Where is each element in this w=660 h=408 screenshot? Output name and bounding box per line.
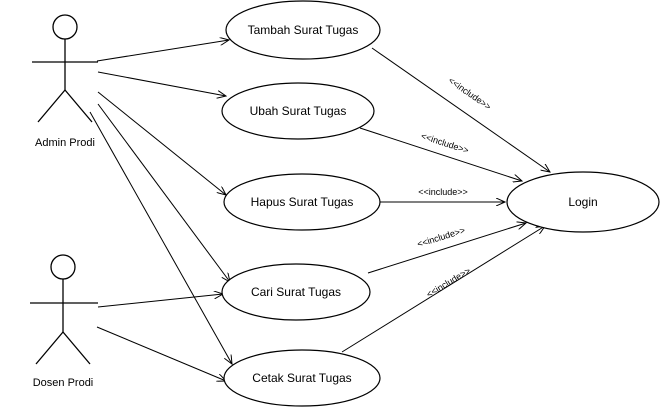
use-case-label-hapus: Hapus Surat Tugas (251, 195, 354, 209)
include-label-cetak: <<include>> (425, 265, 473, 299)
assoc-admin-hapus (97, 91, 226, 195)
actor-label-dosen: Dosen Prodi (33, 377, 94, 389)
use-case-cetak[interactable]: Cetak Surat Tugas (223, 349, 381, 407)
use-case-ellipse (221, 82, 375, 140)
include-cari-login (367, 223, 526, 274)
actor-head (52, 14, 78, 40)
assoc-dosen-cari (97, 294, 223, 308)
include-ubah-login (359, 127, 522, 181)
actor-head (50, 254, 76, 280)
use-case-ellipse (506, 171, 660, 233)
actor-right-leg (62, 331, 91, 365)
include-tambah-login (371, 47, 550, 172)
assoc-admin-cari (97, 103, 230, 282)
actor-dosen-prodi[interactable]: Dosen Prodi (30, 254, 98, 389)
assoc-admin-tambah (96, 40, 229, 62)
include-label-tambah: <<include>> (447, 75, 493, 112)
include-label-hapus: <<include>> (418, 187, 468, 197)
use-case-label-tambah: Tambah Surat Tugas (248, 23, 359, 37)
use-case-ellipse (225, 0, 381, 60)
use-case-cari[interactable]: Cari Surat Tugas (221, 263, 371, 321)
include-label-ubah: <<include>> (420, 131, 470, 156)
use-case-ubah[interactable]: Ubah Surat Tugas (221, 82, 375, 140)
actor-left-leg (35, 331, 64, 365)
use-case-ellipse (223, 349, 381, 407)
actor-right-leg (64, 89, 93, 123)
use-case-ellipse (221, 263, 371, 321)
include-label-cari: <<include>> (416, 225, 466, 249)
assoc-admin-cetak (89, 111, 232, 364)
use-case-login[interactable]: Login (506, 171, 660, 233)
use-case-label-cari: Cari Surat Tugas (251, 285, 341, 299)
use-case-tambah[interactable]: Tambah Surat Tugas (225, 0, 381, 60)
actor-admin-prodi[interactable]: Admin Prodi (32, 14, 98, 149)
use-case-label-ubah: Ubah Surat Tugas (250, 104, 347, 118)
use-case-ellipse (223, 173, 381, 231)
use-case-hapus[interactable]: Hapus Surat Tugas (223, 173, 381, 231)
use-case-label-cetak: Cetak Surat Tugas (252, 371, 351, 385)
include-cetak-login (341, 226, 545, 353)
actor-label-admin: Admin Prodi (35, 137, 95, 149)
assoc-admin-ubah (97, 71, 226, 96)
use-case-label-login: Login (568, 195, 597, 209)
actor-left-leg (37, 89, 66, 123)
assoc-dosen-cetak (96, 326, 226, 381)
